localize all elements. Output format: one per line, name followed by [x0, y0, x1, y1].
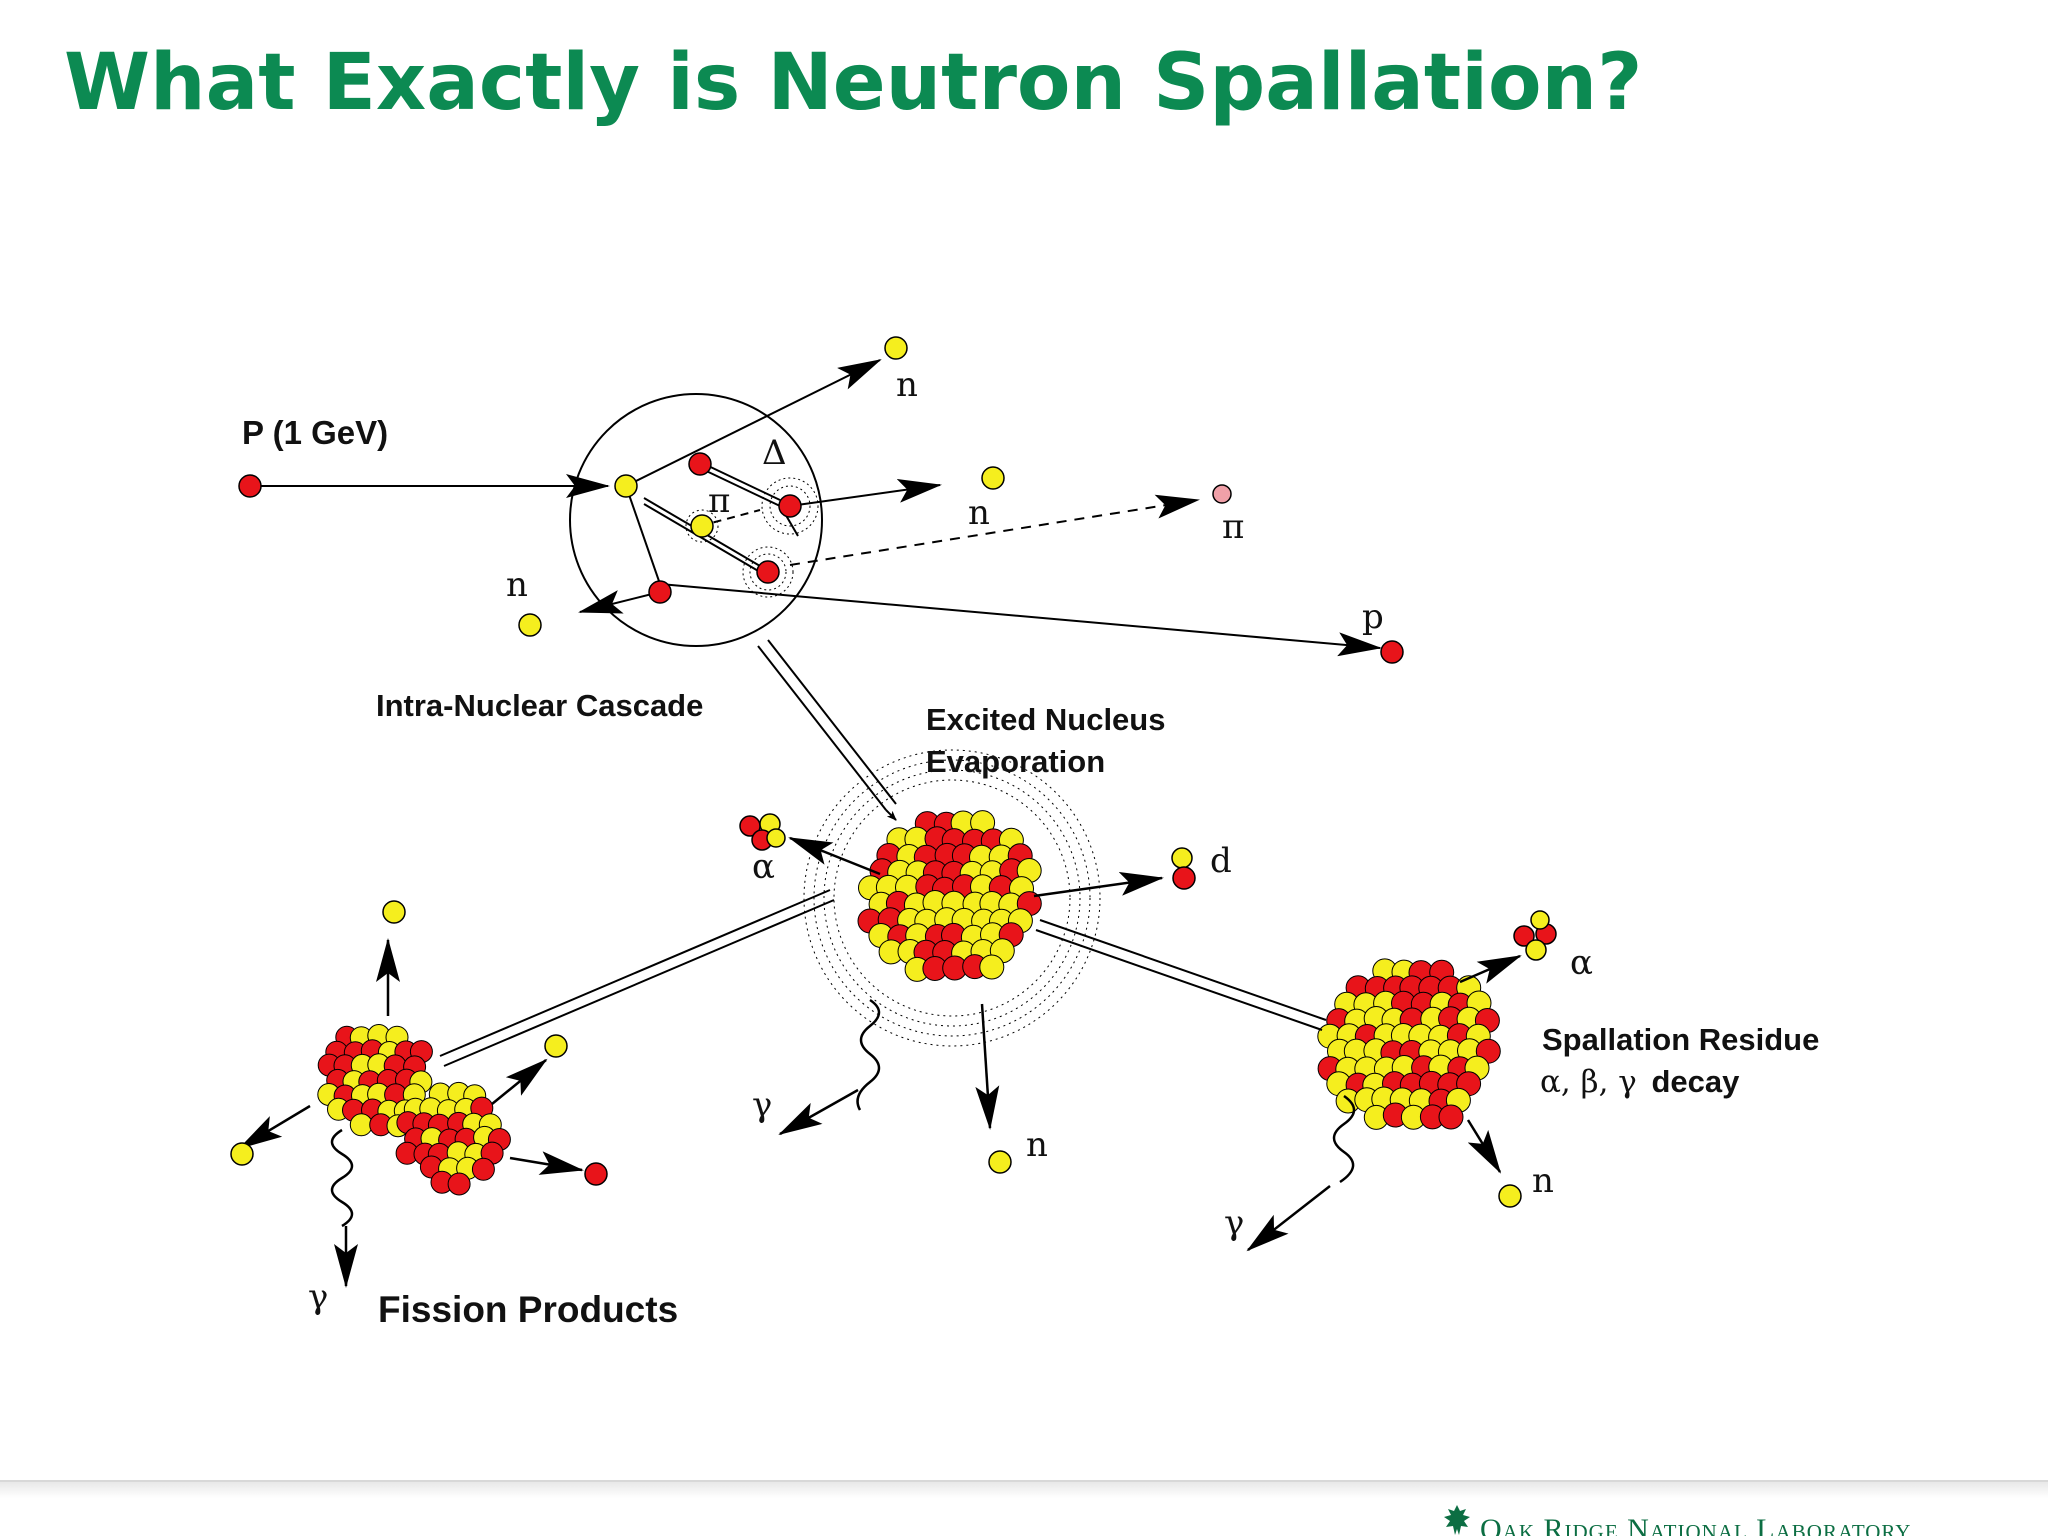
track-to-excited-nucleus — [757, 639, 897, 821]
tracks-to-fragments — [439, 889, 1327, 1067]
decay-symbols: α, β, γ — [1540, 1064, 1637, 1100]
residue-emissions — [1246, 954, 1522, 1252]
residue-decay-label: α, β, γ decay — [1540, 1064, 1740, 1100]
symbol-n-top: n — [896, 365, 918, 405]
evaporation-label: Evaporation — [926, 744, 1105, 779]
nucleon — [471, 1157, 495, 1181]
symbol-p: p — [1362, 597, 1384, 637]
cascade-nucleus-circle — [569, 393, 823, 647]
fission-emissions — [238, 938, 584, 1288]
fission-fragment-a — [317, 1024, 433, 1138]
fission-fragment-b — [395, 1081, 511, 1196]
slide-title: What Exactly is Neutron Spallation? — [64, 38, 1643, 128]
symbol-n-residue: n — [1532, 1161, 1554, 1201]
footer-bar — [0, 1482, 2048, 1498]
fission-products-label: Fission Products — [378, 1289, 678, 1330]
symbol-gamma-evap: γ — [752, 1085, 772, 1125]
nucleon — [1438, 1104, 1464, 1130]
nucleon — [349, 1113, 373, 1137]
oak-leaf-icon — [1444, 1505, 1470, 1535]
fission-emitted-particles — [230, 900, 608, 1186]
emitted-particles-cascade — [518, 336, 1404, 664]
evaporation-emissions — [778, 836, 1164, 1136]
symbol-alpha-evap: α — [752, 847, 775, 887]
incident-proton — [238, 474, 262, 498]
excited-nucleus-label: Excited Nucleus — [926, 702, 1165, 737]
symbol-gamma-residue: γ — [1224, 1203, 1244, 1243]
symbol-n-left: n — [506, 565, 528, 605]
symbol-n-evap: n — [1026, 1125, 1048, 1165]
incident-proton-label: P (1 GeV) — [242, 414, 388, 451]
nucleon — [447, 1172, 471, 1196]
cascade-particles — [614, 452, 802, 604]
symbol-pi-inner: π — [708, 481, 730, 521]
spallation-residue-nucleus — [1317, 958, 1501, 1130]
excited-nucleus — [857, 810, 1042, 982]
symbol-pi-outer: π — [1222, 507, 1244, 547]
decay-word: decay — [1651, 1064, 1740, 1099]
cascade-internal-tracks — [578, 359, 1382, 657]
footer-org: Oak Ridge National Laboratory — [1440, 1503, 1911, 1536]
excited-nucleus-halo — [803, 749, 1101, 1047]
footer-org-name: Oak Ridge National Laboratory — [1480, 1513, 1912, 1536]
nucleon — [979, 954, 1005, 980]
spallation-residue-label: Spallation Residue — [1542, 1022, 1819, 1057]
symbol-n-middle: n — [968, 493, 990, 533]
symbol-alpha-residue: α — [1570, 943, 1593, 983]
cascade-halos — [685, 477, 819, 598]
symbol-gamma-fission: γ — [308, 1277, 328, 1317]
cascade-label: Intra-Nuclear Cascade — [376, 688, 703, 723]
symbol-d: d — [1210, 841, 1232, 881]
footer-divider — [0, 1480, 2048, 1483]
evaporated-particles — [739, 813, 1196, 1174]
symbol-delta: Δ — [762, 433, 787, 473]
residue-particles — [1498, 910, 1557, 1208]
